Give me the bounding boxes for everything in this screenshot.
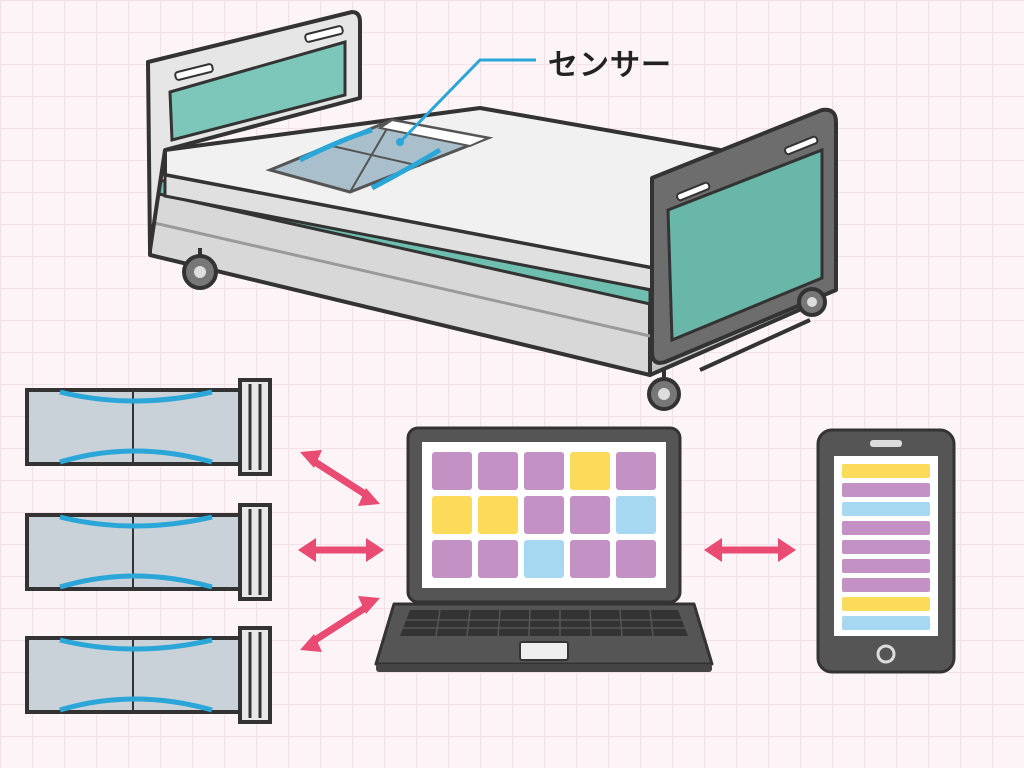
phone-row: [842, 540, 930, 554]
arrow-laptop-to-phone: [704, 538, 796, 562]
laptop-tile: [432, 496, 472, 534]
laptop-screen-tiles: [432, 452, 656, 578]
sensor-unit: [25, 503, 272, 601]
laptop-tile: [432, 452, 472, 490]
laptop-tile: [570, 540, 610, 578]
sensor-pad: [265, 118, 494, 194]
laptop-tile: [570, 452, 610, 490]
arrows: [298, 450, 796, 652]
laptop-tile: [432, 540, 472, 578]
laptop-tile: [616, 496, 656, 534]
smartphone: [816, 428, 956, 674]
sensor-units: [25, 378, 272, 724]
sensor-callout-line: [398, 58, 536, 144]
phone-row: [842, 483, 930, 497]
laptop-keyboard: [400, 610, 688, 636]
laptop-tile: [524, 496, 564, 534]
phone-row: [842, 559, 930, 573]
phone-home-button: [876, 644, 896, 664]
sensor-unit: [25, 378, 272, 476]
laptop-tile: [478, 540, 518, 578]
phone-row: [842, 521, 930, 535]
laptop-tile: [524, 540, 564, 578]
laptop-tile: [616, 540, 656, 578]
footboard: [650, 107, 838, 365]
arrow-sensor-3-to-laptop: [300, 596, 380, 652]
laptop-tile: [616, 452, 656, 490]
sensor-unit: [25, 626, 272, 724]
phone-screen-rows: [842, 464, 930, 630]
phone-row: [842, 616, 930, 630]
phone-speaker: [870, 440, 902, 447]
laptop-tile: [524, 452, 564, 490]
laptop-tile: [478, 496, 518, 534]
sensor-label: センサー: [548, 48, 672, 83]
laptop-tile: [570, 496, 610, 534]
phone-row: [842, 502, 930, 516]
phone-row: [842, 578, 930, 592]
arrow-sensor-1-to-laptop: [300, 450, 380, 506]
arrow-sensor-2-to-laptop: [298, 538, 384, 562]
laptop: [374, 426, 714, 672]
phone-row: [842, 464, 930, 478]
headboard: [146, 10, 362, 252]
bed-wheels: [182, 248, 827, 411]
laptop-tile: [478, 452, 518, 490]
hospital-bed: [146, 10, 838, 411]
laptop-trackpad: [519, 641, 569, 661]
phone-row: [842, 597, 930, 611]
